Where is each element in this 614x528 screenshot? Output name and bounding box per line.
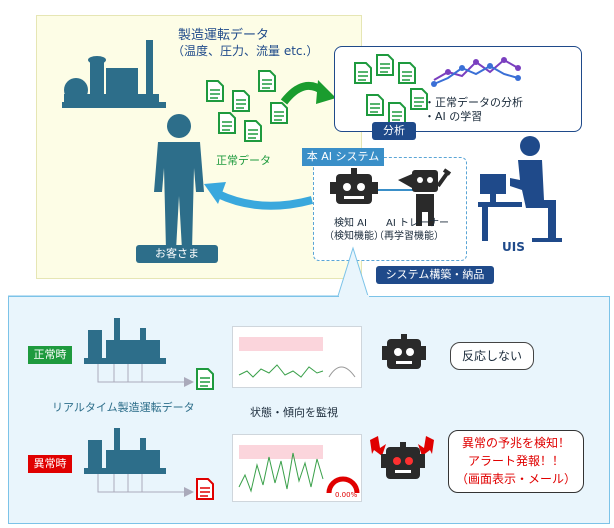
detector-sublabel: （検知機能） <box>324 231 384 242</box>
alert-line-2: アラート発報！！ <box>467 454 564 468</box>
ai-system-label: 本 AI システム <box>302 148 384 166</box>
vendor-logo: UIS <box>502 240 525 254</box>
green-document-icon <box>232 90 250 112</box>
normal-response-bubble: 反応しない <box>450 342 534 370</box>
factory-icon <box>62 40 166 108</box>
analysis-item-2: ・AI の学習 <box>424 110 483 123</box>
customer-person-icon <box>154 114 204 250</box>
green-document-icon <box>398 62 416 84</box>
build-deliver-label: システム構築・納品 <box>376 266 494 284</box>
engineer-at-desk-icon <box>478 136 562 242</box>
plant-normal-icon <box>84 318 194 387</box>
trainer-label: AI トレーナー <box>386 218 449 229</box>
green-document-icon <box>376 54 394 76</box>
detector-robot-icon <box>330 168 378 204</box>
green-document-icon <box>366 94 384 116</box>
abnormal-monitor-panel: 0.00% <box>232 434 362 502</box>
callout-pointer <box>8 246 369 297</box>
alert-robot-icon <box>370 436 434 479</box>
green-document-icon <box>206 80 224 102</box>
delivery-arrow <box>204 182 314 210</box>
normal-monitor-panel <box>232 326 362 388</box>
gauge-value: 0.00% <box>335 491 358 499</box>
alert-line-3: （画面表示・メール） <box>455 472 576 486</box>
alert-response-bubble: 異常の予兆を検知！ アラート発報！！ （画面表示・メール） <box>448 430 584 493</box>
to-analysis-arrow <box>280 80 336 105</box>
plant-abnormal-icon <box>84 428 194 497</box>
analysis-box <box>334 46 582 132</box>
monitor-label: 状態・傾向を監視 <box>250 406 338 419</box>
data-title: 製造運転データ <box>178 28 270 43</box>
normal-data-label: 正常データ <box>216 154 271 167</box>
normal-data-document-icon <box>196 368 214 390</box>
green-document-icon <box>354 62 372 84</box>
idle-robot-icon <box>382 334 426 369</box>
green-document-icon <box>388 102 406 124</box>
analysis-label: 分析 <box>372 122 416 140</box>
trainer-sublabel: （再学習機能） <box>374 231 444 242</box>
green-document-icon <box>410 88 428 110</box>
customer-label: お客さま <box>136 245 218 263</box>
detector-label: 検知 AI <box>334 218 367 229</box>
analysis-item-1: ・正常データの分析 <box>424 96 523 109</box>
alert-line-1: 異常の予兆を検知！ <box>461 436 570 450</box>
network-chart-icon <box>431 57 521 87</box>
abnormal-data-document-icon <box>196 478 214 500</box>
realtime-data-label: リアルタイム製造運転データ <box>52 401 195 414</box>
green-document-icon <box>258 70 276 92</box>
normal-state-badge: 正常時 <box>28 346 72 364</box>
green-document-icon <box>218 112 236 134</box>
abnormal-state-badge: 異常時 <box>28 455 72 473</box>
callout-joint <box>339 295 369 298</box>
normal-trend-chart <box>238 337 356 378</box>
green-document-icon <box>270 102 288 124</box>
connector-line <box>378 189 418 191</box>
trainer-robot-icon <box>398 168 452 226</box>
green-document-icon <box>244 120 262 142</box>
data-subtitle: （温度、圧力、流量 etc.） <box>172 44 319 58</box>
abnormal-trend-chart: 0.00% <box>238 445 360 499</box>
